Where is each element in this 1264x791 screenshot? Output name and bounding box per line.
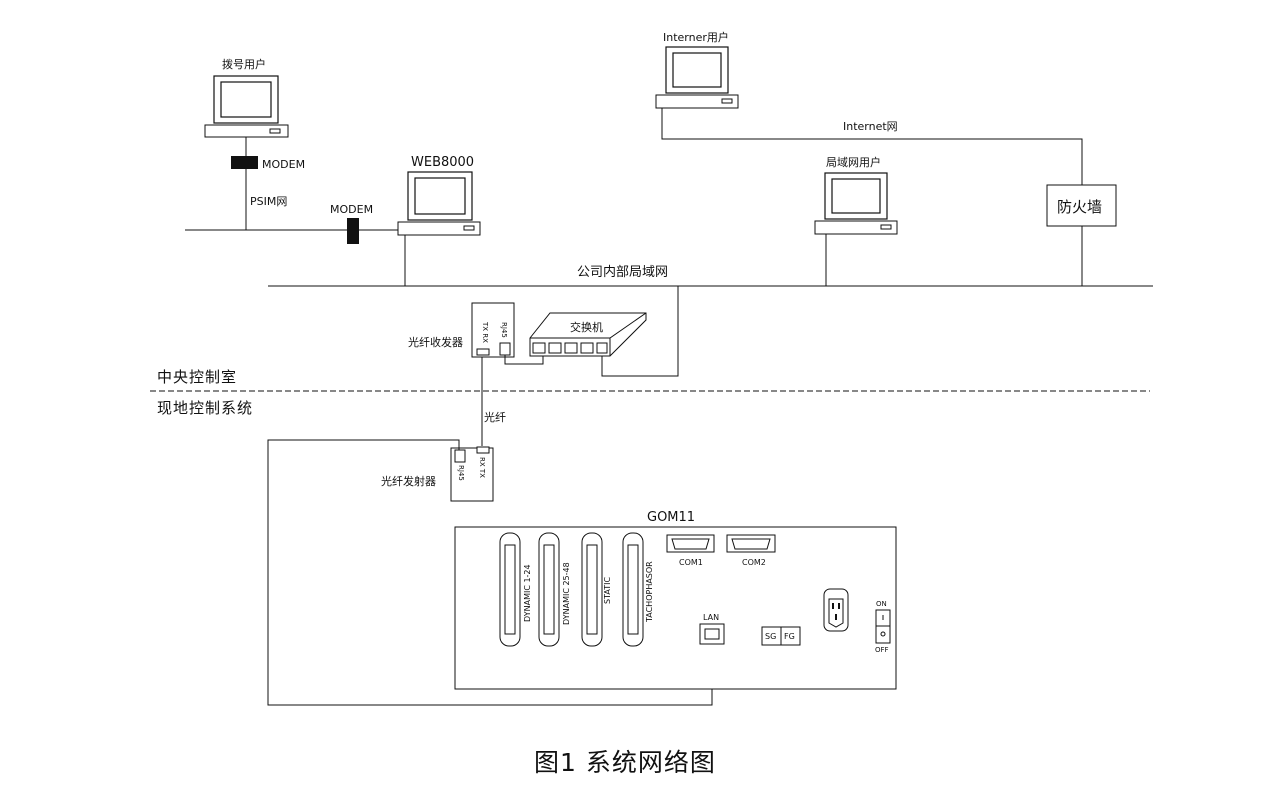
tachophasor-label: TACHOPHASOR <box>645 561 654 623</box>
rj45-bottom-label: RJ45 <box>457 465 465 481</box>
dynamic-1-24-connector-icon <box>499 532 521 647</box>
figure-caption: 图1 系统网络图 <box>534 748 716 777</box>
static-label: STATIC <box>603 577 612 604</box>
psim-net-label: PSIM网 <box>250 195 287 208</box>
central-room-label: 中央控制室 <box>157 368 237 386</box>
rj45-top-label: RJ45 <box>500 322 508 338</box>
switch-label: 交换机 <box>570 320 603 334</box>
com2-label: COM2 <box>742 558 766 567</box>
on-label: ON <box>876 600 887 608</box>
modem-2-icon <box>347 218 359 244</box>
com1-connector-icon <box>666 534 715 553</box>
power-switch-icon <box>875 609 891 644</box>
com2-connector-icon <box>726 534 776 553</box>
static-connector-icon <box>581 532 603 647</box>
dynamic-25-48-connector-icon <box>538 532 560 647</box>
web8000-computer-icon <box>397 171 481 236</box>
fiber-label: 光纤 <box>484 410 506 424</box>
power-socket-icon <box>823 588 849 632</box>
company-lan-label: 公司内部局域网 <box>577 264 668 280</box>
modem-1-label: MODEM <box>262 158 305 171</box>
fiber-transmitter-label: 光纤发射器 <box>381 474 436 488</box>
lan-port-label: LAN <box>703 613 719 622</box>
web8000-label: WEB8000 <box>411 155 474 170</box>
firewall-box <box>1046 184 1117 227</box>
internet-net-label: Internet网 <box>843 120 898 133</box>
fg-label: FG <box>784 632 795 641</box>
dialup-user-computer-icon <box>204 75 289 138</box>
rxtx-bottom-label: RX TX <box>478 457 486 478</box>
gom11-label: GOM11 <box>647 510 695 525</box>
fg-terminal <box>780 626 801 646</box>
dynamic-1-24-label: DYNAMIC 1-24 <box>523 564 532 622</box>
internet-user-computer-icon <box>655 46 739 109</box>
field-system-label: 现地控制系统 <box>157 399 253 417</box>
network-switch-icon <box>529 312 647 357</box>
com1-label: COM1 <box>679 558 703 567</box>
gom11-panel <box>454 526 897 690</box>
dialup-user-label: 拨号用户 <box>222 57 266 71</box>
tachophasor-connector-icon <box>622 532 644 647</box>
lan-user-label: 局域网用户 <box>826 155 881 169</box>
fiber-transceiver-label: 光纤收发器 <box>408 335 463 349</box>
internet-user-label: Interner用户 <box>663 30 729 44</box>
firewall-label: 防火墙 <box>1057 198 1102 216</box>
lan-port-icon <box>699 623 725 645</box>
dynamic-25-48-label: DYNAMIC 25-48 <box>562 562 571 625</box>
modem-1-icon <box>231 156 258 169</box>
sg-label: SG <box>765 632 776 641</box>
txrx-top-label: TX RX <box>481 321 489 343</box>
modem-2-label: MODEM <box>330 203 373 216</box>
lan-user-computer-icon <box>814 172 898 235</box>
off-label: OFF <box>875 646 889 654</box>
